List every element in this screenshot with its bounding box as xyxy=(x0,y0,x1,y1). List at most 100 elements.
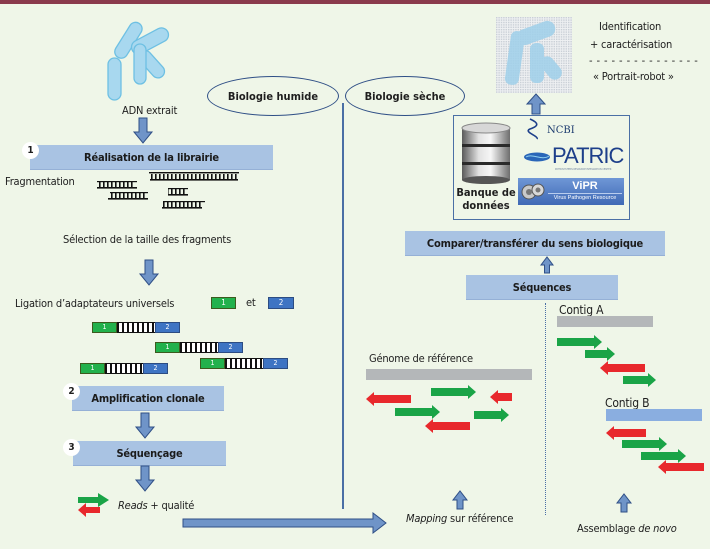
forward-read-arrow xyxy=(431,385,476,399)
forward-read-arrow xyxy=(474,408,509,422)
dry-biology-oval: Biologie sèche xyxy=(345,76,465,116)
step2-number: 2 xyxy=(63,383,80,400)
mapping-assembly-divider xyxy=(545,303,546,515)
wet-biology-oval: Biologie humide xyxy=(207,76,339,116)
assembly-italic: de novo xyxy=(638,522,677,535)
reverse-read-arrow xyxy=(606,426,646,440)
mapping-italic: Mapping xyxy=(406,512,448,525)
ligation-label: Ligation d’adaptateurs universels xyxy=(15,297,175,310)
adapter-2: 2 xyxy=(143,363,168,374)
adapter-1: 1 xyxy=(155,342,180,353)
insert-dna xyxy=(180,342,218,353)
quality-text: + qualité xyxy=(147,499,195,512)
adapter-2: 2 xyxy=(218,342,243,353)
mapping-rest: sur référence xyxy=(447,512,514,525)
patric-logo: PATRIC xyxy=(552,143,624,168)
arrow-down-icon xyxy=(134,465,156,492)
portrait-robot-image xyxy=(496,17,572,93)
arrow-down-icon xyxy=(132,117,154,144)
arrow-up-icon xyxy=(615,493,633,513)
mapping-label: Mapping sur référence xyxy=(406,512,513,525)
reads-quality-label: Reads + qualité xyxy=(118,499,194,512)
database-label-line2: données xyxy=(462,199,510,212)
adapter-2: 2 xyxy=(263,358,288,369)
reverse-read-arrow xyxy=(600,361,645,375)
dna-fragment xyxy=(162,201,205,209)
reverse-read-arrow xyxy=(366,392,411,406)
contig-b-bar xyxy=(606,409,702,421)
vipr-title: ViPR xyxy=(572,180,598,192)
reference-genome-label: Génome de référence xyxy=(369,352,473,365)
arrow-up-icon xyxy=(540,256,554,274)
step2-label: Amplification clonale xyxy=(91,391,205,405)
forward-read-arrow xyxy=(585,347,615,361)
vipr-subtitle: Virus Pathogen Resource xyxy=(548,193,622,201)
size-selection-label: Sélection de la taille des fragments xyxy=(63,233,232,246)
assembly-rest: Assemblage xyxy=(577,522,639,535)
dna-fragment xyxy=(168,188,188,196)
step1-box: Réalisation de la librairie xyxy=(30,145,273,170)
step1-label: Réalisation de la librairie xyxy=(84,150,219,164)
ligation-and-label: et xyxy=(246,296,256,309)
adapter-1: 1 xyxy=(92,322,117,333)
dna-fragment xyxy=(97,181,137,189)
forward-read-arrow xyxy=(622,437,667,451)
assembly-label: Assemblage de novo xyxy=(577,522,677,535)
step1-number: 1 xyxy=(22,142,39,159)
arrow-right-icon xyxy=(182,511,387,535)
reverse-read-arrow xyxy=(658,460,704,474)
compare-label: Comparer/transférer du sens biologique xyxy=(426,236,644,250)
portrait-robot-label: « Portrait-robot » xyxy=(593,70,674,83)
vipr-gear-icon xyxy=(521,183,545,200)
arrow-up-icon xyxy=(451,490,469,510)
sequences-box: Séquences xyxy=(466,275,618,300)
database-icon xyxy=(461,122,511,184)
dna-fragment xyxy=(108,192,148,200)
identification-label: Identification xyxy=(599,20,662,33)
bacteria-illustration xyxy=(107,21,170,101)
forward-read-arrow xyxy=(623,373,656,387)
adapter-2: 2 xyxy=(268,297,294,309)
fragmentation-label: Fragmentation xyxy=(5,175,75,188)
insert-dna xyxy=(225,358,263,369)
step3-number: 3 xyxy=(63,439,80,456)
wet-dry-divider xyxy=(342,103,344,509)
arrow-up-icon xyxy=(525,93,547,115)
reads-icon xyxy=(78,493,109,517)
dna-fragment xyxy=(149,172,239,181)
adapter-1: 1 xyxy=(80,363,105,374)
characterisation-label: + caractérisation xyxy=(590,38,673,51)
database-box xyxy=(453,115,630,220)
reads-italic: Reads xyxy=(118,499,148,512)
contig-a-bar xyxy=(557,316,653,327)
adapter-2: 2 xyxy=(155,322,180,333)
vipr-logo: ViPR Virus Pathogen Resource xyxy=(518,178,624,205)
dashed-separator: - - - - - - - - - - - - - - - xyxy=(589,54,699,67)
sequences-label: Séquences xyxy=(512,280,572,294)
insert-dna xyxy=(105,363,143,374)
reverse-read-arrow xyxy=(490,390,512,404)
dna-extract-label: ADN extrait xyxy=(122,104,178,117)
database-label: Banque de données xyxy=(456,186,516,212)
forward-read-arrow xyxy=(557,335,602,349)
arrow-down-icon xyxy=(134,412,156,439)
patric-subtitle: PATHOSYSTEMS RESOURCE INTEGRATION CENTER xyxy=(555,168,612,171)
step3-box: Séquençage xyxy=(73,441,226,466)
dna-helix-icon xyxy=(527,118,538,140)
step3-label: Séquençage xyxy=(116,446,183,460)
wet-biology-label: Biologie humide xyxy=(227,89,319,103)
database-label-line1: Banque de xyxy=(456,186,516,199)
reverse-read-arrow xyxy=(425,419,470,433)
contig-a-label: Contig A xyxy=(559,303,604,317)
adapter-1: 1 xyxy=(211,297,236,309)
reference-genome-bar xyxy=(366,369,532,380)
ncbi-logo: NCBI xyxy=(547,125,575,136)
dna-fragments xyxy=(97,172,239,209)
contig-b-label: Contig B xyxy=(605,396,650,410)
patric-logo-icon xyxy=(524,152,550,162)
adapter-1: 1 xyxy=(200,358,225,369)
